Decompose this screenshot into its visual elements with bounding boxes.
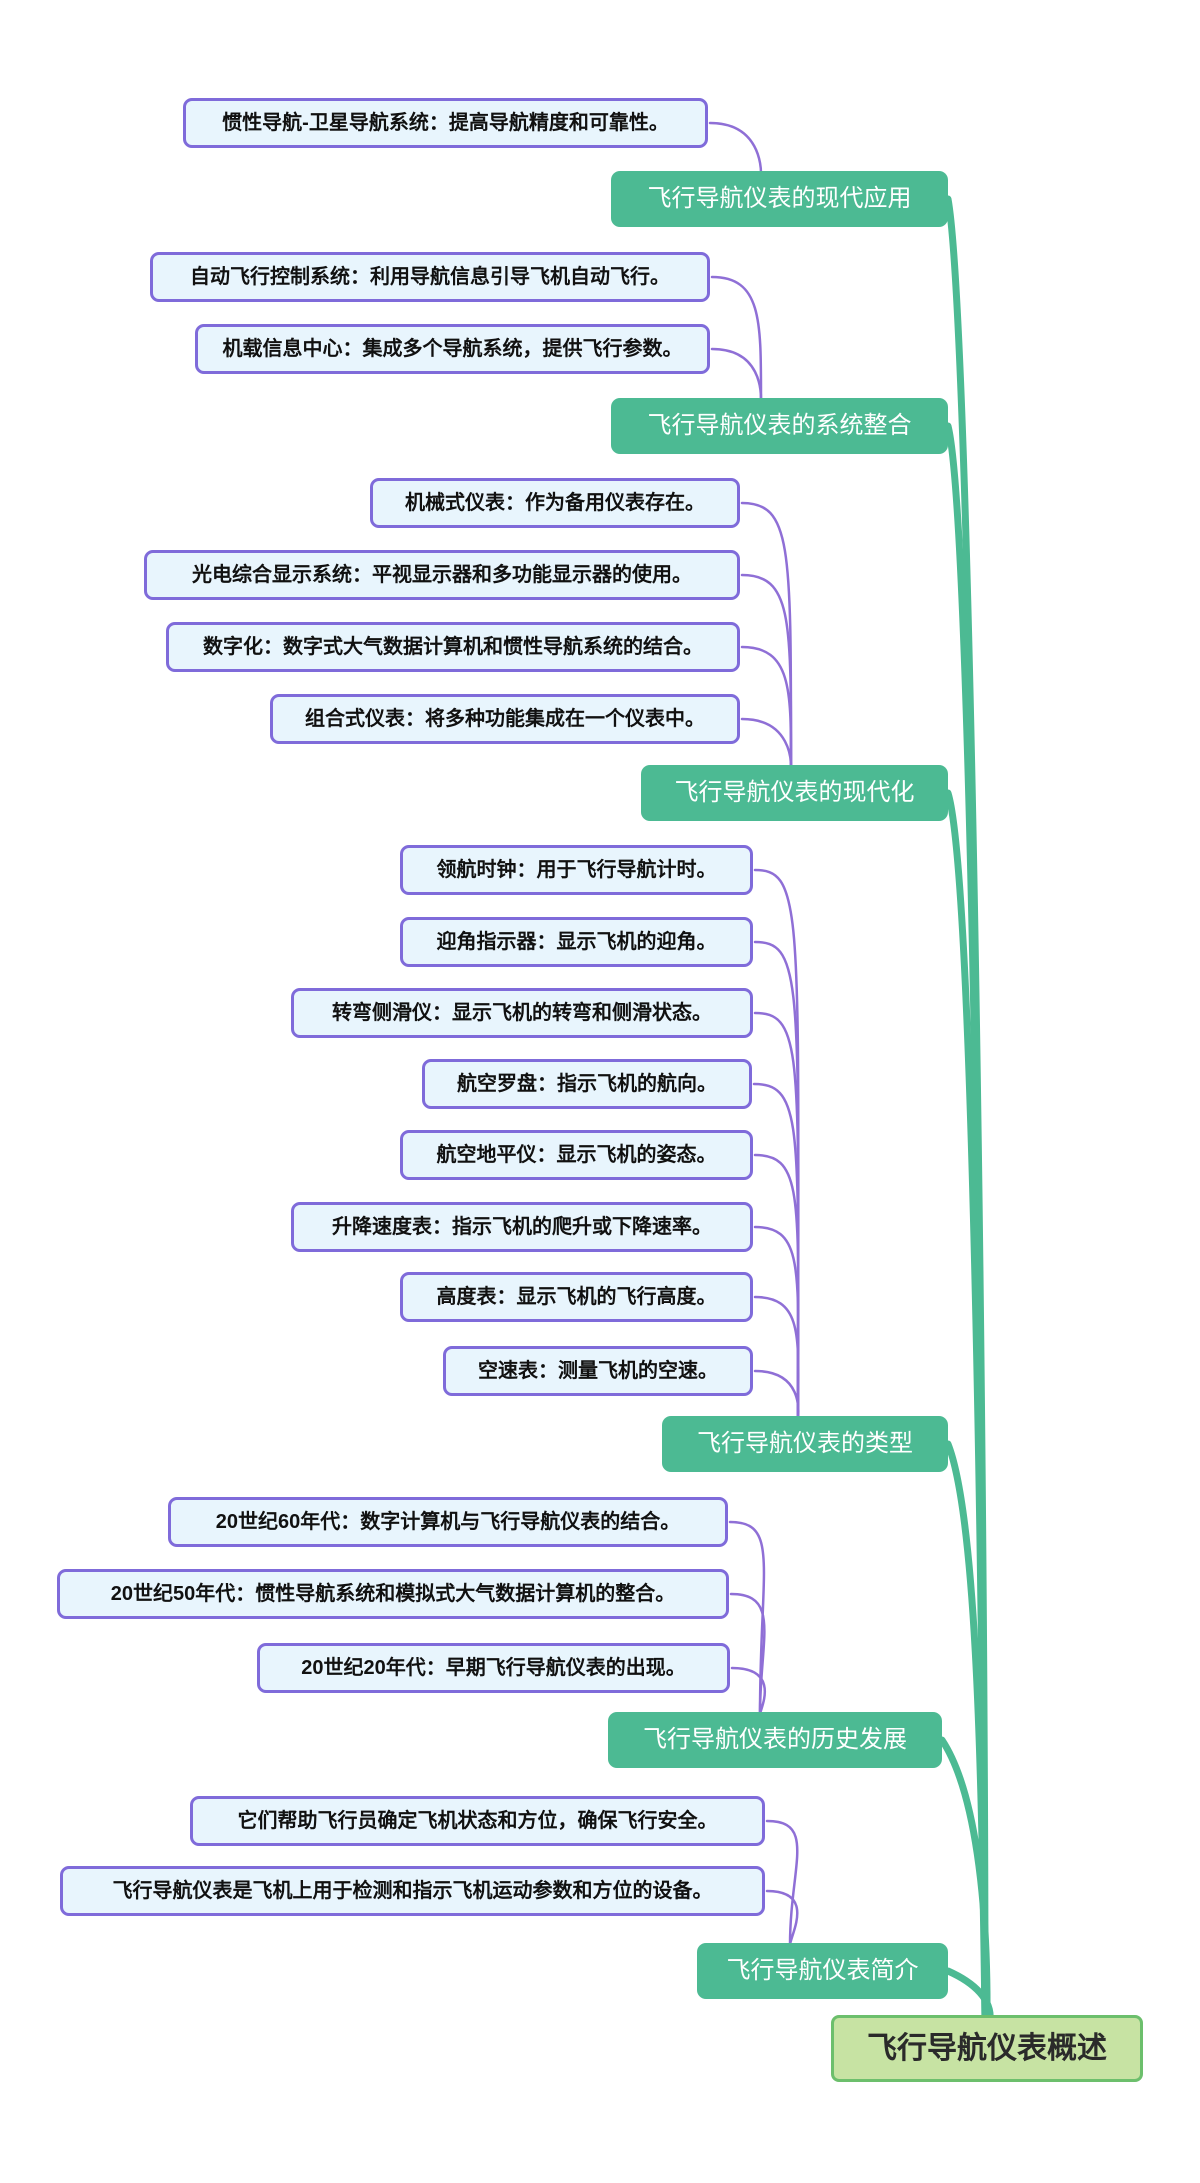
leaf-node[interactable]: 惯性导航-卫星导航系统：提高导航精度和可靠性。 xyxy=(183,98,708,148)
leaf-node[interactable]: 高度表：显示飞机的飞行高度。 xyxy=(400,1272,753,1322)
trunk-link-history xyxy=(938,1736,991,2024)
branch-node-system-integration[interactable]: 飞行导航仪表的系统整合 xyxy=(611,398,948,454)
leaf-node[interactable]: 领航时钟：用于飞行导航计时。 xyxy=(400,845,753,895)
leaf-node[interactable]: 机械式仪表：作为备用仪表存在。 xyxy=(370,478,740,528)
trunk-links xyxy=(938,195,994,2024)
branch-node-introduction[interactable]: 飞行导航仪表简介 xyxy=(697,1943,948,1999)
leaf-node[interactable]: 20世纪50年代：惯性导航系统和模拟式大气数据计算机的整合。 xyxy=(57,1569,729,1619)
leaf-node[interactable]: 机载信息中心：集成多个导航系统，提供飞行参数。 xyxy=(195,324,710,374)
branch-node-modernization[interactable]: 飞行导航仪表的现代化 xyxy=(641,765,948,821)
leaf-node[interactable]: 航空罗盘：指示飞机的航向。 xyxy=(422,1059,752,1109)
leaf-node[interactable]: 数字化：数字式大气数据计算机和惯性导航系统的结合。 xyxy=(166,622,740,672)
leaf-node[interactable]: 光电综合显示系统：平视显示器和多功能显示器的使用。 xyxy=(144,550,740,600)
leaf-node[interactable]: 20世纪20年代：早期飞行导航仪表的出现。 xyxy=(257,1643,730,1693)
branch-node-types[interactable]: 飞行导航仪表的类型 xyxy=(662,1416,948,1472)
leaf-node[interactable]: 升降速度表：指示飞机的爬升或下降速率。 xyxy=(291,1202,753,1252)
trunk-link-introduction xyxy=(944,1967,994,2024)
leaf-node[interactable]: 20世纪60年代：数字计算机与飞行导航仪表的结合。 xyxy=(168,1497,728,1547)
branch-node-modern-applications[interactable]: 飞行导航仪表的现代应用 xyxy=(611,171,948,227)
leaf-links xyxy=(708,121,800,1947)
leaf-node[interactable]: 自动飞行控制系统：利用导航信息引导飞机自动飞行。 xyxy=(150,252,710,302)
leaf-node[interactable]: 转弯侧滑仪：显示飞机的转弯和侧滑状态。 xyxy=(291,988,753,1038)
leaf-node[interactable]: 迎角指示器：显示飞机的迎角。 xyxy=(400,917,753,967)
leaf-node[interactable]: 飞行导航仪表是飞机上用于检测和指示飞机运动参数和方位的设备。 xyxy=(60,1866,765,1916)
leaf-node[interactable]: 航空地平仪：显示飞机的姿态。 xyxy=(400,1130,753,1180)
leaf-node[interactable]: 组合式仪表：将多种功能集成在一个仪表中。 xyxy=(270,694,740,744)
leaf-node[interactable]: 空速表：测量飞机的空速。 xyxy=(443,1346,753,1396)
branch-node-history[interactable]: 飞行导航仪表的历史发展 xyxy=(608,1712,942,1768)
leaf-node[interactable]: 它们帮助飞行员确定飞机状态和方位，确保飞行安全。 xyxy=(190,1796,765,1846)
root-node[interactable]: 飞行导航仪表概述 xyxy=(831,2015,1143,2082)
